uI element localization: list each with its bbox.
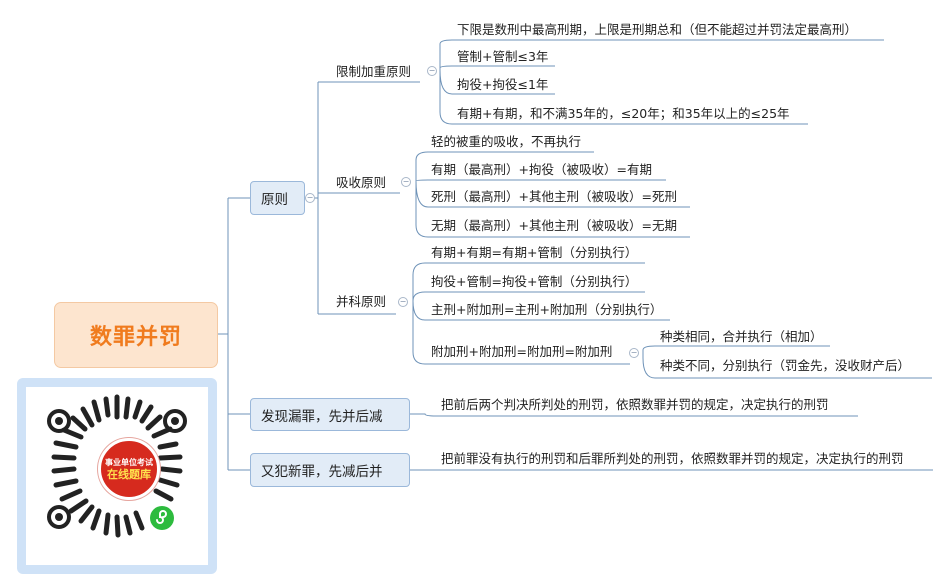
leaf-limit-1[interactable]: 管制+管制≤3年 [457, 49, 549, 64]
branch-missed-crime[interactable]: 发现漏罪，先并后减 [250, 398, 410, 431]
leaf-limit-0[interactable]: 下限是数刑中最高刑期，上限是刑期总和（但不能超过并罚法定最高刑） [457, 22, 858, 37]
leaf-limit-3[interactable]: 有期+有期，和不满35年的，≤20年；和35年以上的≤25年 [457, 106, 790, 121]
badge-line2: 在线题库 [107, 467, 151, 481]
leaf-cumulative-2[interactable]: 主刑+附加刑=主刑+附加刑（分别执行） [431, 302, 663, 317]
branch-principle[interactable]: 原则 [250, 181, 305, 215]
leaf-new-crime-detail[interactable]: 把前罪没有执行的刑罚和后罪所判处的刑罚，依照数罪并罚的规定，决定执行的刑罚 [441, 451, 904, 466]
node-cumulative[interactable]: 并科原则 [336, 294, 387, 309]
mini-program-code[interactable]: 事业单位考试 在线题库 [17, 378, 217, 574]
wechat-mini-program-icon [150, 506, 174, 530]
qr-badge: 事业单位考试 在线题库 [98, 438, 160, 500]
node-limit-aggravation[interactable]: 限制加重原则 [336, 64, 412, 79]
leaf-absorption-1[interactable]: 有期（最高刑）+拘役（被吸收）=有期 [431, 162, 652, 177]
leaf-additional-same[interactable]: 种类相同，合并执行（相加） [660, 329, 823, 344]
leaf-absorption-2[interactable]: 死刑（最高刑）+其他主刑（被吸收）=死刑 [431, 189, 677, 204]
leaf-cumulative-0[interactable]: 有期+有期=有期+管制（分别执行） [431, 245, 638, 260]
leaf-missed-detail[interactable]: 把前后两个判决所判处的刑罚，依照数罪并罚的规定，决定执行的刑罚 [441, 397, 829, 412]
branch-new-crime[interactable]: 又犯新罪，先减后并 [250, 453, 410, 487]
leaf-absorption-0[interactable]: 轻的被重的吸收，不再执行 [431, 134, 582, 149]
branch-principle-label: 原则 [261, 192, 288, 208]
collapse-icon[interactable]: − [427, 66, 437, 76]
root-title: 数罪并罚 [89, 325, 182, 350]
branch-missed-label: 发现漏罪，先并后减 [261, 408, 383, 425]
collapse-icon[interactable]: − [629, 348, 639, 358]
collapse-icon[interactable]: − [398, 297, 408, 307]
leaf-limit-2[interactable]: 拘役+拘役≤1年 [457, 77, 549, 92]
qr-pattern [47, 394, 187, 538]
leaf-additional-diff[interactable]: 种类不同，分别执行（罚金先，没收财产后） [660, 358, 911, 373]
root-node[interactable]: 数罪并罚 [54, 302, 218, 368]
leaf-cumulative-1[interactable]: 拘役+管制=拘役+管制（分别执行） [431, 274, 638, 289]
leaf-cumulative-3[interactable]: 附加刑+附加刑=附加刑=附加刑 [431, 344, 613, 359]
badge-line1: 事业单位考试 [105, 457, 153, 467]
node-absorption[interactable]: 吸收原则 [336, 175, 387, 190]
leaf-absorption-3[interactable]: 无期（最高刑）+其他主刑（被吸收）=无期 [431, 218, 677, 233]
collapse-icon[interactable]: − [305, 193, 315, 203]
collapse-icon[interactable]: − [401, 177, 411, 187]
branch-new-crime-label: 又犯新罪，先减后并 [261, 464, 383, 480]
